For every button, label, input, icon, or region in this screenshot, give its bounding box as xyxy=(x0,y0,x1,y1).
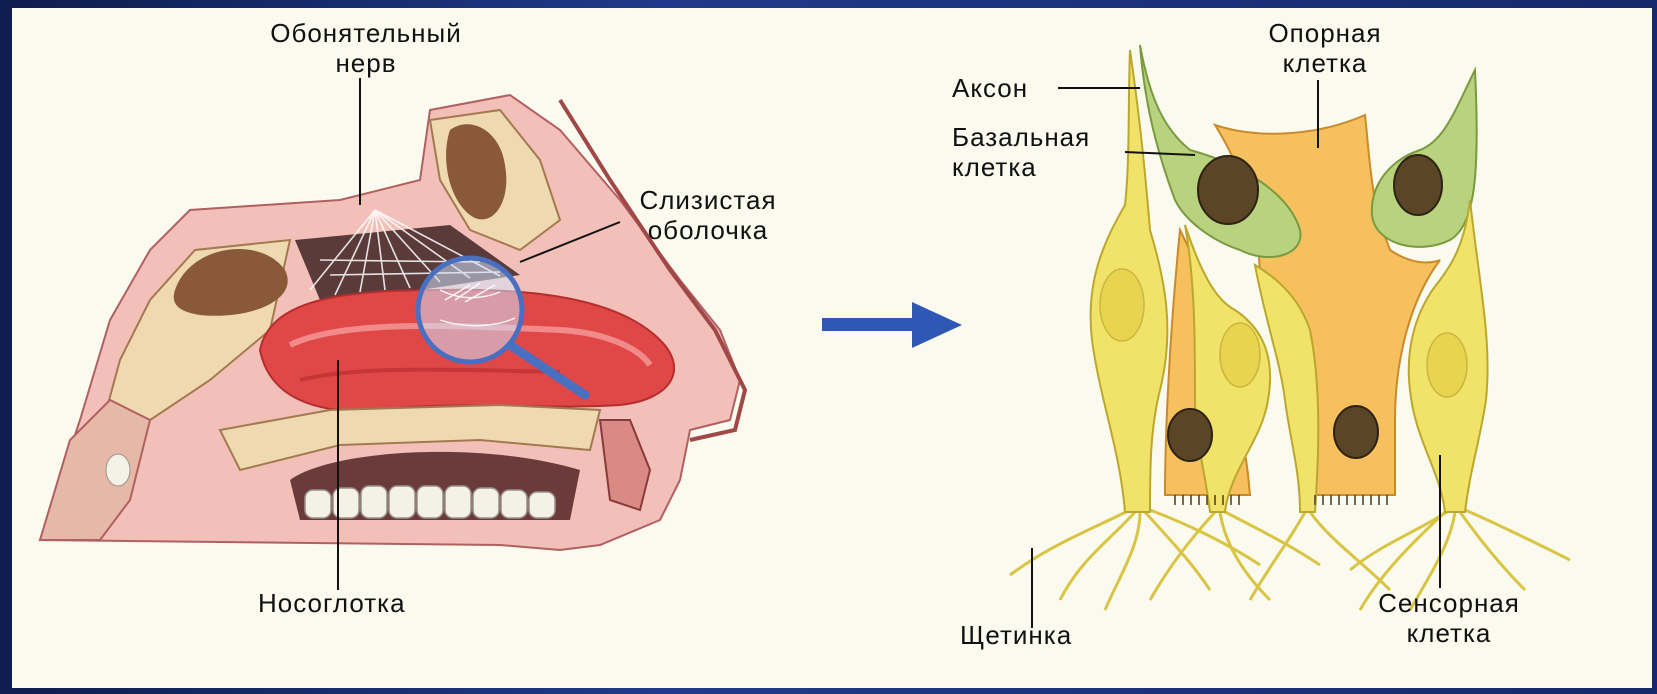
label-axon: Аксон xyxy=(952,73,1028,103)
nose-cross-section xyxy=(40,95,745,550)
label-basal-cell: Базальная клетка xyxy=(952,122,1090,182)
label-supporting-cell-line2: клетка xyxy=(1250,48,1400,78)
label-basal-cell-line2: клетка xyxy=(952,152,1090,182)
label-bristle: Щетинка xyxy=(960,620,1072,650)
label-sensory-cell: Сенсорная клетка xyxy=(1360,588,1538,648)
label-supporting-cell-line1: Опорная xyxy=(1250,18,1400,48)
label-olfactory-nerve: Обонятельный нерв xyxy=(248,18,484,78)
arrow-right-icon xyxy=(822,302,962,348)
label-basal-cell-line1: Базальная xyxy=(952,122,1090,152)
label-mucous-membrane: Слизистая оболочка xyxy=(610,185,806,245)
label-sensory-cell-line1: Сенсорная xyxy=(1360,588,1538,618)
label-nasopharynx: Носоглотка xyxy=(258,588,406,618)
label-olfactory-nerve-line1: Обонятельный xyxy=(248,18,484,48)
label-supporting-cell: Опорная клетка xyxy=(1250,18,1400,78)
epithelium-diagram xyxy=(1010,45,1570,628)
label-sensory-cell-line2: клетка xyxy=(1360,618,1538,648)
label-mucous-membrane-line2: оболочка xyxy=(610,215,806,245)
label-mucous-membrane-line1: Слизистая xyxy=(610,185,806,215)
label-olfactory-nerve-line2: нерв xyxy=(248,48,484,78)
microvilli xyxy=(1175,495,1387,505)
